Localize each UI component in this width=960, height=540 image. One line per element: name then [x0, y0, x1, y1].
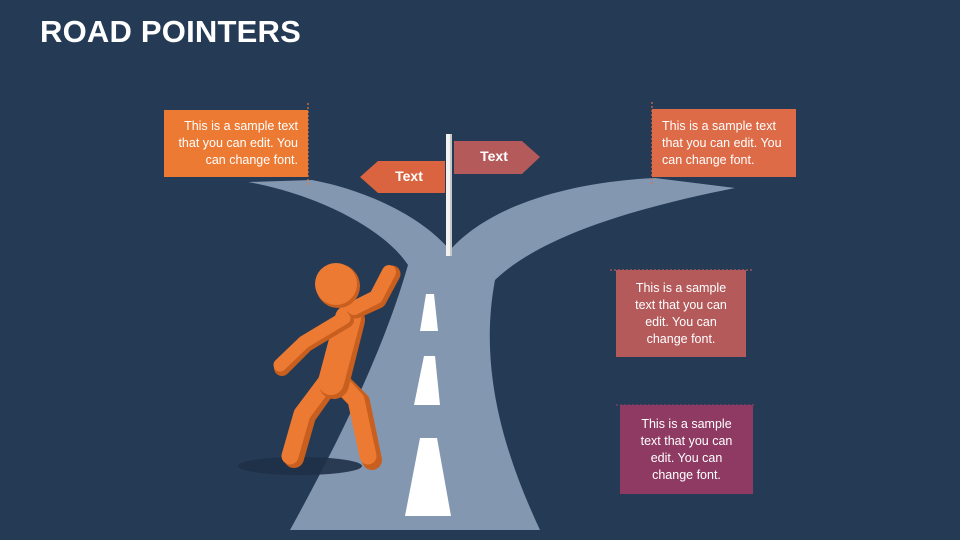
sign-pole: [446, 134, 452, 256]
sign-left-arrow: [360, 161, 445, 193]
text-box-top-right-content: This is a sample text that you can edit.…: [662, 118, 782, 167]
sign-left-label[interactable]: Text: [395, 168, 423, 184]
text-box-top-left-content: This is a sample text that you can edit.…: [178, 119, 298, 167]
lane-dash: [414, 356, 440, 405]
text-box-middle-right-content: This is a sample text that you can edit.…: [635, 280, 727, 346]
text-box-middle-right[interactable]: This is a sample text that you can edit.…: [616, 270, 746, 357]
text-box-bottom-right[interactable]: This is a sample text that you can edit.…: [620, 405, 753, 494]
lane-dash: [420, 294, 438, 331]
lane-dash: [405, 438, 451, 516]
page-title: ROAD POINTERS: [40, 14, 301, 49]
text-box-top-left[interactable]: This is a sample text that you can edit.…: [164, 110, 308, 177]
person-figure: [273, 263, 401, 470]
text-box-bottom-right-content: This is a sample text that you can edit.…: [640, 416, 733, 482]
text-box-top-right[interactable]: This is a sample text that you can edit.…: [652, 109, 796, 177]
sign-right-label[interactable]: Text: [480, 148, 508, 164]
sign-right-arrow: [454, 141, 540, 174]
